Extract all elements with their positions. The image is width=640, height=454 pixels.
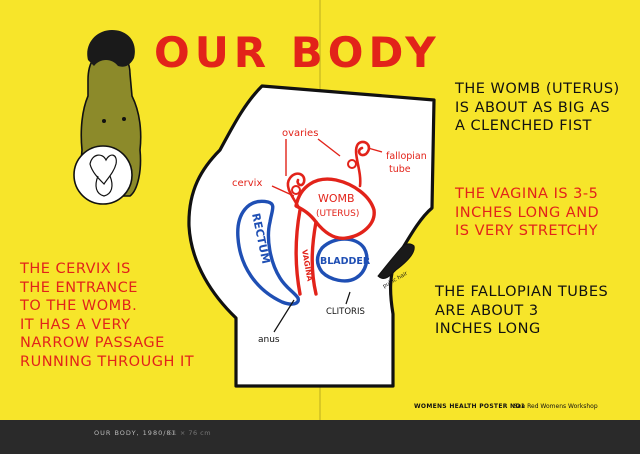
label-anus: anus [258, 335, 280, 345]
ovary-left [291, 185, 301, 195]
ovary-right [347, 159, 357, 169]
poster-title: OUR BODY [154, 28, 441, 77]
poster: ovaries fallopian tube cervix WOMB (UTER… [0, 0, 640, 420]
fact-cervix-line: RUNNING THROUGH IT [20, 353, 195, 370]
label-womb: WOMB [318, 192, 355, 205]
label-clitoris: CLITORIS [326, 307, 365, 317]
fact-cervix-line: THE ENTRANCE [20, 279, 138, 296]
fact-vagina-line: INCHES LONG AND [455, 204, 600, 221]
fact-cervix-line: THE CERVIX IS [20, 261, 131, 277]
fact-tubes-line: INCHES LONG [435, 321, 541, 338]
footer-poster-number: WOMENS HEALTH POSTER NO1 [414, 403, 526, 410]
bladder [315, 237, 369, 283]
label-cervix: cervix [232, 178, 262, 189]
fact-womb: THE WOMB (UTERUS) IS ABOUT AS BIG AS A CLE… [455, 80, 620, 136]
left-tube [286, 172, 306, 208]
fact-vagina-line: IS VERY STRETCHY [455, 223, 598, 240]
fact-womb-line: THE WOMB (UTERUS) [455, 81, 620, 97]
label-uterus: (UTERUS) [316, 209, 359, 219]
label-bladder: BLADDER [320, 256, 371, 267]
fact-tubes-line: THE FALLOPIAN TUBES [435, 284, 609, 300]
caption-title: OUR BODY, 1980/81 [94, 429, 177, 437]
fact-tubes: THE FALLOPIAN TUBES ARE ABOUT 3 INCHES LON… [435, 283, 608, 339]
right-tube [354, 140, 371, 188]
label-ovaries: ovaries [282, 128, 318, 139]
pubic-hair [377, 243, 415, 279]
fact-cervix-line: TO THE WOMB. [20, 298, 138, 315]
label-fallopian: fallopian [386, 151, 427, 162]
anatomy-illustration: ovaries fallopian tube cervix WOMB (UTER… [73, 30, 436, 388]
fact-vagina-line: THE VAGINA IS 3-5 [455, 186, 599, 202]
fact-cervix-line: IT HAS A VERY [20, 316, 131, 333]
fact-womb-line: IS ABOUT AS BIG AS [455, 99, 611, 116]
fact-cervix: THE CERVIX IS THE ENTRANCE TO THE WOMB.IT … [20, 260, 194, 371]
fact-tubes-line: ARE ABOUT 3 [435, 302, 539, 319]
woman-figure [73, 30, 142, 205]
footer-credit: See Red Womens Workshop [514, 403, 598, 410]
label-tube: tube [389, 164, 411, 175]
fact-womb-line: A CLENCHED FIST [455, 118, 592, 135]
fact-cervix-line: NARROW PASSAGE [20, 335, 165, 352]
rectum [236, 199, 300, 306]
vagina [294, 208, 318, 296]
caption-size: 51 × 76 cm [168, 429, 212, 437]
womb [294, 177, 376, 240]
